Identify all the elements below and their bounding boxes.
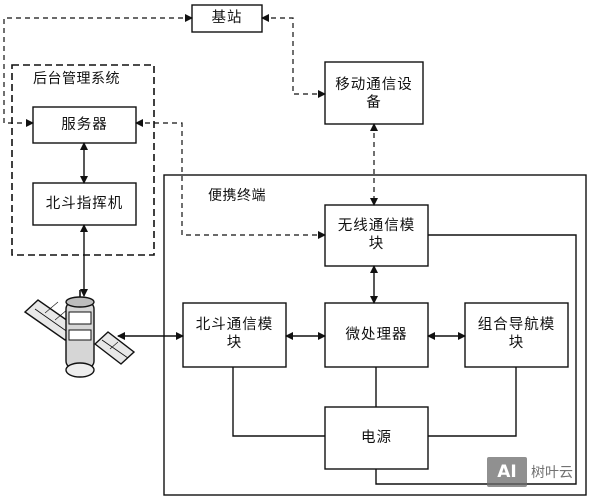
portable-terminal-label: 便携终端 bbox=[205, 185, 269, 205]
link-server-wireless bbox=[135, 119, 326, 239]
mobile-comm-label: 移动通信设 备 bbox=[335, 77, 413, 111]
power-label: 电源 bbox=[361, 430, 392, 446]
base-station-label: 基站 bbox=[211, 10, 243, 26]
power-line-beidou bbox=[232, 367, 325, 437]
nav-module-box bbox=[464, 302, 569, 368]
beidou-command-box bbox=[32, 182, 137, 226]
power-line-wireless bbox=[375, 234, 577, 485]
backend-group-label: 后台管理系统 bbox=[30, 68, 123, 88]
watermark: AI 树叶云 bbox=[487, 457, 573, 487]
nav-module-label: 组合导航模 块 bbox=[477, 317, 556, 351]
microprocessor-box bbox=[324, 302, 429, 368]
watermark-logo: AI bbox=[487, 457, 527, 487]
mobile-comm-box bbox=[324, 61, 424, 125]
link-base-server bbox=[3, 14, 193, 127]
beidou-module-box bbox=[182, 302, 287, 368]
satellite-icon bbox=[23, 290, 136, 378]
watermark-text: 树叶云 bbox=[531, 465, 573, 481]
wireless-module-label: 无线通信模 块 bbox=[337, 218, 416, 252]
link-base-mobile bbox=[261, 14, 326, 98]
microprocessor-label: 微处理器 bbox=[345, 327, 408, 343]
beidou-module-label: 北斗通信模 块 bbox=[195, 317, 274, 351]
backend-group-frame bbox=[11, 64, 155, 256]
server-label: 服务器 bbox=[61, 117, 108, 133]
beidou-command-label: 北斗指挥机 bbox=[45, 196, 124, 212]
power-line-nav bbox=[428, 367, 517, 437]
